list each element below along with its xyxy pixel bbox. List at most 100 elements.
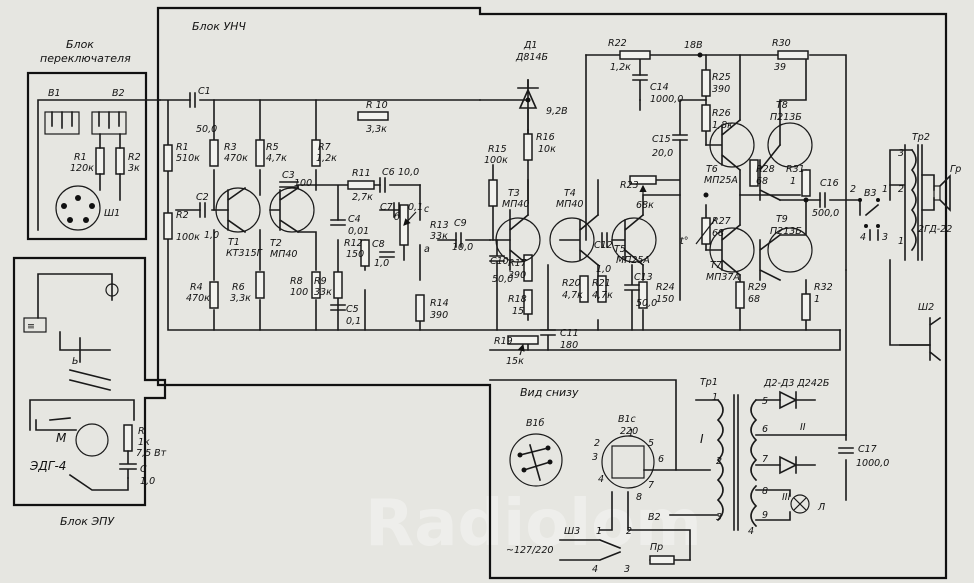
epu-r-power: 7,5 Вт — [136, 448, 167, 459]
lamp-label: Л — [817, 502, 825, 513]
r29-value: 68 — [748, 294, 760, 305]
c16-name: С16 — [820, 178, 839, 189]
r23-value: 68к — [636, 200, 654, 211]
tr1-winding-i: I — [700, 432, 704, 446]
epu-capacitor-c: С 1,0 — [119, 450, 155, 487]
r2-switch-value: 3к — [128, 163, 140, 174]
capacitor-c5: С5 0,1 — [330, 304, 361, 327]
switch-block-label-2: переключателя — [40, 52, 131, 65]
c9-value: 10,0 — [452, 242, 473, 253]
lamp-l: Л — [755, 489, 825, 521]
r12-value: 150 — [346, 249, 364, 260]
capacitor-c12: С12 1,0 — [594, 232, 613, 275]
b2-mains-label: В2 — [648, 512, 661, 523]
resistor-r8: R8 100 — [290, 271, 321, 299]
r13-name: R13 — [430, 220, 449, 231]
r11-name: R11 — [352, 168, 371, 179]
capacitor-c15: С15 20,0 — [652, 99, 707, 159]
capacitor-c3: С3 100 — [279, 170, 312, 189]
r7-name: R7 — [318, 142, 331, 153]
tr1-pin-5: 5 — [762, 396, 768, 407]
d1-name: Д1 — [523, 40, 537, 51]
umzch-block-frame — [156, 6, 948, 580]
c3-name: С3 — [282, 170, 295, 181]
connector-sh3: Ш3 1 2 4 3 — [559, 526, 632, 575]
sh3-pin-1: 1 — [596, 526, 602, 537]
tr2-pin-3: 3 — [898, 148, 904, 159]
switch-b1c-view: В1с 220 2 3 4 5 6 7 8 1 — [592, 414, 664, 503]
r9-value: 33к — [314, 287, 332, 298]
svg-text:Ь: Ь — [72, 356, 79, 367]
resistor-r14: R14 390 — [415, 294, 449, 322]
r24-value: 150 — [656, 294, 674, 305]
epu-block-label: Блок ЭПУ — [60, 515, 115, 528]
r5-value: 4,7к — [266, 153, 287, 164]
connector-sh2: Ш2 — [899, 302, 942, 362]
capacitor-c16: С16 500,0 — [812, 178, 839, 219]
resistor-r7: R7 1,2к — [311, 139, 337, 167]
r22-value: 1,2к — [610, 62, 631, 73]
switch-block-label: Блок — [66, 38, 94, 51]
thermistor-label: t° — [680, 236, 688, 247]
resistor-r26: R26 1,8к — [701, 104, 733, 132]
c11-name: С11 — [560, 328, 579, 339]
resistor-r16: R16 10к — [523, 132, 556, 161]
resistor-r6: R6 3,3к — [230, 271, 265, 304]
r32-value: 1 — [814, 294, 820, 305]
r26-name: R26 — [712, 108, 731, 119]
t8-name: Т8 — [776, 100, 788, 111]
r14-value: 390 — [430, 310, 448, 321]
resistor-r10: R 10 3,3к — [357, 100, 389, 135]
c14-name: С14 — [650, 82, 669, 93]
t5-name: Т5 — [614, 244, 626, 255]
c1-name: С1 — [198, 86, 211, 97]
transistor-t3: Т3 МП40 — [495, 188, 541, 263]
resistor-r23: R23 68к — [620, 175, 657, 211]
b1c-label: В1с — [618, 414, 637, 425]
c9-name: С9 — [454, 218, 467, 229]
r1-switch-name: R1 — [74, 152, 87, 163]
tr1-pin-6: 6 — [762, 424, 768, 435]
sh3-pin-3: 3 — [624, 564, 630, 575]
c2-value: 1,0 — [204, 230, 219, 241]
b1c-pin-6: 6 — [658, 454, 664, 465]
r23-name: R23 — [620, 180, 639, 191]
r1-value: 510к — [176, 153, 200, 164]
b1c-pin-8: 8 — [636, 492, 642, 503]
r28-name: R28 — [756, 164, 775, 175]
r24-name: R24 — [656, 282, 675, 293]
r27-name: R27 — [712, 216, 731, 227]
c10-value: 50,0 — [492, 274, 513, 285]
c17-name: С17 — [858, 444, 877, 455]
r20-name: R20 — [562, 278, 581, 289]
epu-pickup: ≡ — [23, 317, 47, 333]
tr1-label: Тр1 — [700, 377, 718, 388]
transistor-t2: Т2 МП40 — [269, 187, 315, 260]
r17-name: R17 — [508, 258, 527, 269]
r8-name: R8 — [290, 276, 303, 287]
switch-block-frame — [26, 71, 148, 241]
r17-value: 390 — [508, 270, 526, 281]
epu-r-value: 1к — [138, 437, 150, 448]
resistor-r1-switch: R1 120к — [70, 147, 105, 175]
transistor-t7: Т7 МП37А — [706, 227, 755, 283]
voltage-18v: 18В — [684, 40, 703, 51]
pot-letter-a: а — [424, 244, 430, 255]
capacitor-c4: С4 0,01 — [330, 214, 369, 237]
r5-name: R5 — [266, 142, 279, 153]
speaker-label: Гр — [950, 164, 961, 175]
resistor-r18: R18 15 — [508, 289, 533, 317]
capacitor-c10: С10 50,0 — [489, 239, 513, 331]
b1b-label: В1б — [526, 418, 545, 429]
r2-value: 100к — [176, 232, 200, 243]
sh3-pin-4: 4 — [592, 564, 598, 575]
r31-value: 1 — [790, 176, 796, 187]
tr1-pin-2: 2 — [716, 456, 722, 467]
c3-value: 100 — [294, 178, 312, 189]
c8-name: С8 — [372, 239, 385, 250]
r2-switch-name: R2 — [128, 152, 141, 163]
motor-label: М — [56, 431, 67, 445]
t4-name: Т4 — [564, 188, 576, 199]
sh2-label: Ш2 — [918, 302, 934, 313]
